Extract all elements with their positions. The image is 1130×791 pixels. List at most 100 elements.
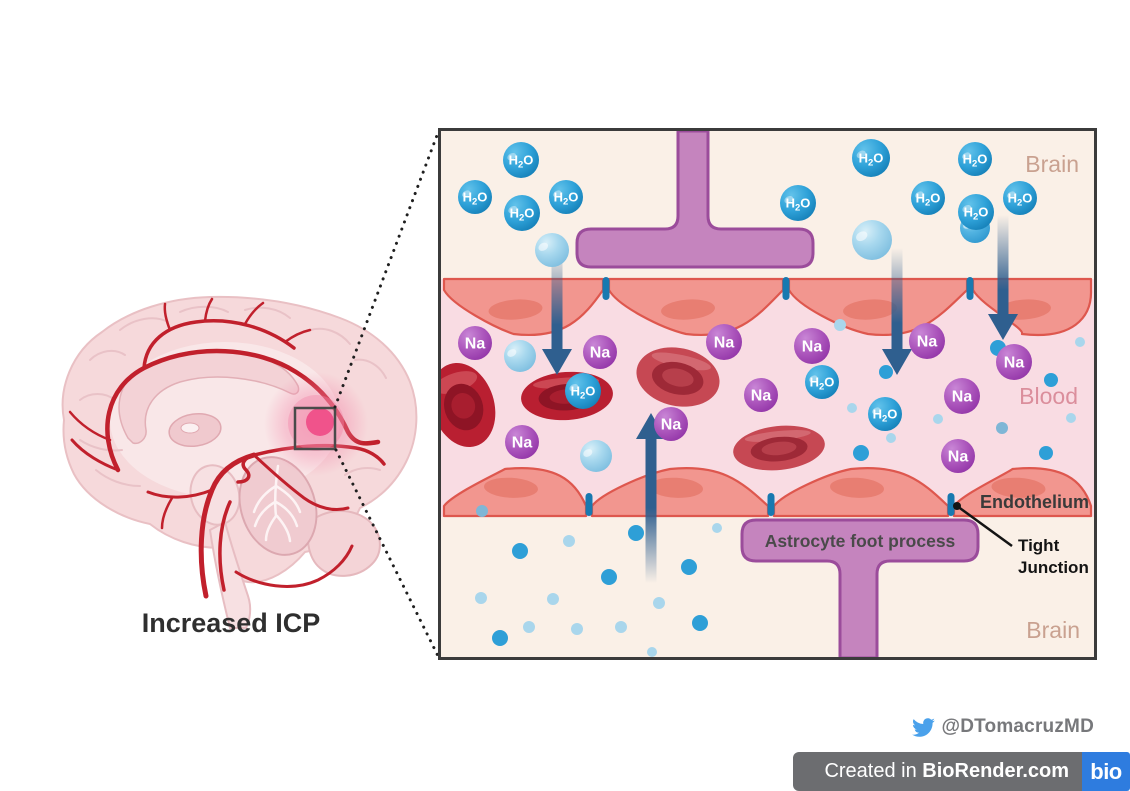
solute-dot	[653, 597, 665, 609]
solute-dot	[571, 623, 583, 635]
h2o-molecule: H2O	[805, 365, 839, 399]
endothelial-nucleus	[661, 299, 715, 320]
red-blood-cell	[636, 347, 720, 407]
thalamus-core	[180, 422, 200, 434]
water-efflux-arrow	[645, 439, 657, 584]
solute-dot	[886, 433, 896, 443]
cerebellum	[238, 456, 318, 556]
solute-dot	[615, 621, 627, 633]
endothelial-nucleus	[991, 477, 1046, 498]
brain-illustration	[61, 295, 418, 629]
na-ion: Na	[458, 326, 492, 360]
na-ion-label: Na	[590, 345, 611, 362]
na-ion: Na	[941, 439, 975, 473]
water-influx-arrow	[997, 215, 1009, 315]
label-tight-junction-line1: Tight	[1018, 536, 1060, 555]
h2o-molecule: H2O	[549, 180, 583, 214]
na-ion: Na	[744, 378, 778, 412]
flow-arrows	[542, 215, 1018, 584]
h2o-molecule-label: H2O	[1008, 191, 1033, 209]
h2o-molecule-label: H2O	[964, 205, 989, 223]
caption-increased-icp: Increased ICP	[142, 608, 321, 638]
label-tight-junction-line2: Junction	[1018, 558, 1089, 577]
solute-dot	[933, 414, 943, 424]
solute-dot	[1066, 413, 1076, 423]
h2o-molecule-label: H2O	[873, 407, 898, 425]
biorender-banner-text: Created in BioRender.com	[793, 752, 1082, 791]
tight-junction	[767, 493, 775, 516]
h2o-molecules: H2O H2O H2O H2O H2O H2O H2O H2O H2O H2O H2O H2O H2O	[458, 139, 1037, 431]
label-brain-top: Brain	[1025, 151, 1079, 177]
solute-dot	[601, 569, 617, 585]
h2o-molecule-label: H2O	[509, 153, 534, 171]
na-ion: Na	[583, 335, 617, 369]
zoom-connector-lines	[333, 128, 441, 660]
h2o-molecule: H2O	[852, 139, 890, 177]
na-ion: Na	[909, 323, 945, 359]
h2o-molecule-label: H2O	[554, 190, 579, 208]
h2o-molecule: H2O	[958, 142, 992, 176]
arrow-head	[988, 314, 1018, 340]
tight-junction	[602, 277, 610, 300]
solute-dot	[475, 592, 487, 604]
h2o-molecule: H2O	[958, 194, 994, 230]
label-astrocyte-foot-process: Astrocyte foot process	[765, 531, 956, 551]
temporal-lobe	[306, 510, 381, 577]
h2o-molecule-label: H2O	[463, 190, 488, 208]
solute-dots	[475, 319, 1085, 657]
solute-dot	[853, 445, 869, 461]
h2o-molecule: H2O	[458, 180, 492, 214]
endothelial-nucleus	[843, 299, 897, 320]
solute-dot	[512, 543, 528, 559]
arrow-head	[882, 349, 912, 375]
twitter-credit: @DTomacruzMD	[912, 714, 1094, 740]
label-endothelium: Endothelium	[980, 492, 1089, 512]
h2o-molecule-label: H2O	[963, 152, 988, 170]
h2o-molecule: H2O	[503, 142, 539, 178]
h2o-molecule: H2O	[868, 397, 902, 431]
tight-junction-pointer	[953, 502, 1013, 548]
water-sphere	[852, 220, 892, 260]
inset-square	[293, 406, 337, 451]
solute-dot	[523, 621, 535, 633]
solute-dot	[1044, 373, 1058, 387]
label-brain-bottom: Brain	[1026, 617, 1080, 643]
na-ion: Na	[654, 407, 688, 441]
h2o-molecule-label: H2O	[510, 206, 535, 224]
solute-dot	[1075, 337, 1085, 347]
h2o-molecule-label: H2O	[786, 196, 811, 214]
na-ion: Na	[794, 328, 830, 364]
solute-dot	[692, 615, 708, 631]
water-sphere	[535, 233, 569, 267]
tight-junction	[947, 493, 955, 516]
banner-brand: BioRender.com	[922, 760, 1069, 782]
na-ion-label: Na	[802, 339, 823, 356]
solute-dot	[647, 647, 657, 657]
na-ion-label: Na	[1004, 355, 1025, 372]
na-ion-label: Na	[751, 388, 772, 405]
na-ion-label: Na	[661, 417, 682, 434]
na-ion-label: Na	[952, 389, 973, 406]
arrow-head	[542, 349, 572, 375]
h2o-molecule-label: H2O	[916, 191, 941, 209]
biorender-banner: Created in BioRender.com bio	[793, 752, 1130, 791]
red-blood-cell	[733, 425, 825, 471]
na-ion: Na	[944, 378, 980, 414]
h2o-molecule: H2O	[780, 185, 816, 221]
na-ion-label: Na	[714, 335, 735, 352]
solute-dot	[547, 593, 559, 605]
astrocyte-foot-process-top	[575, 131, 815, 269]
solute-dot	[628, 525, 644, 541]
endothelial-nucleus	[484, 477, 538, 498]
tight-junction	[966, 277, 974, 300]
water-influx-arrow	[551, 250, 563, 350]
tight-junction	[782, 277, 790, 300]
h2o-molecule-label: H2O	[810, 375, 835, 393]
na-ion: Na	[996, 344, 1032, 380]
h2o-molecule-label: H2O	[571, 384, 596, 402]
h2o-molecule: H2O	[911, 181, 945, 215]
na-ion-label: Na	[465, 336, 486, 353]
endothelial-nucleus	[649, 477, 703, 498]
